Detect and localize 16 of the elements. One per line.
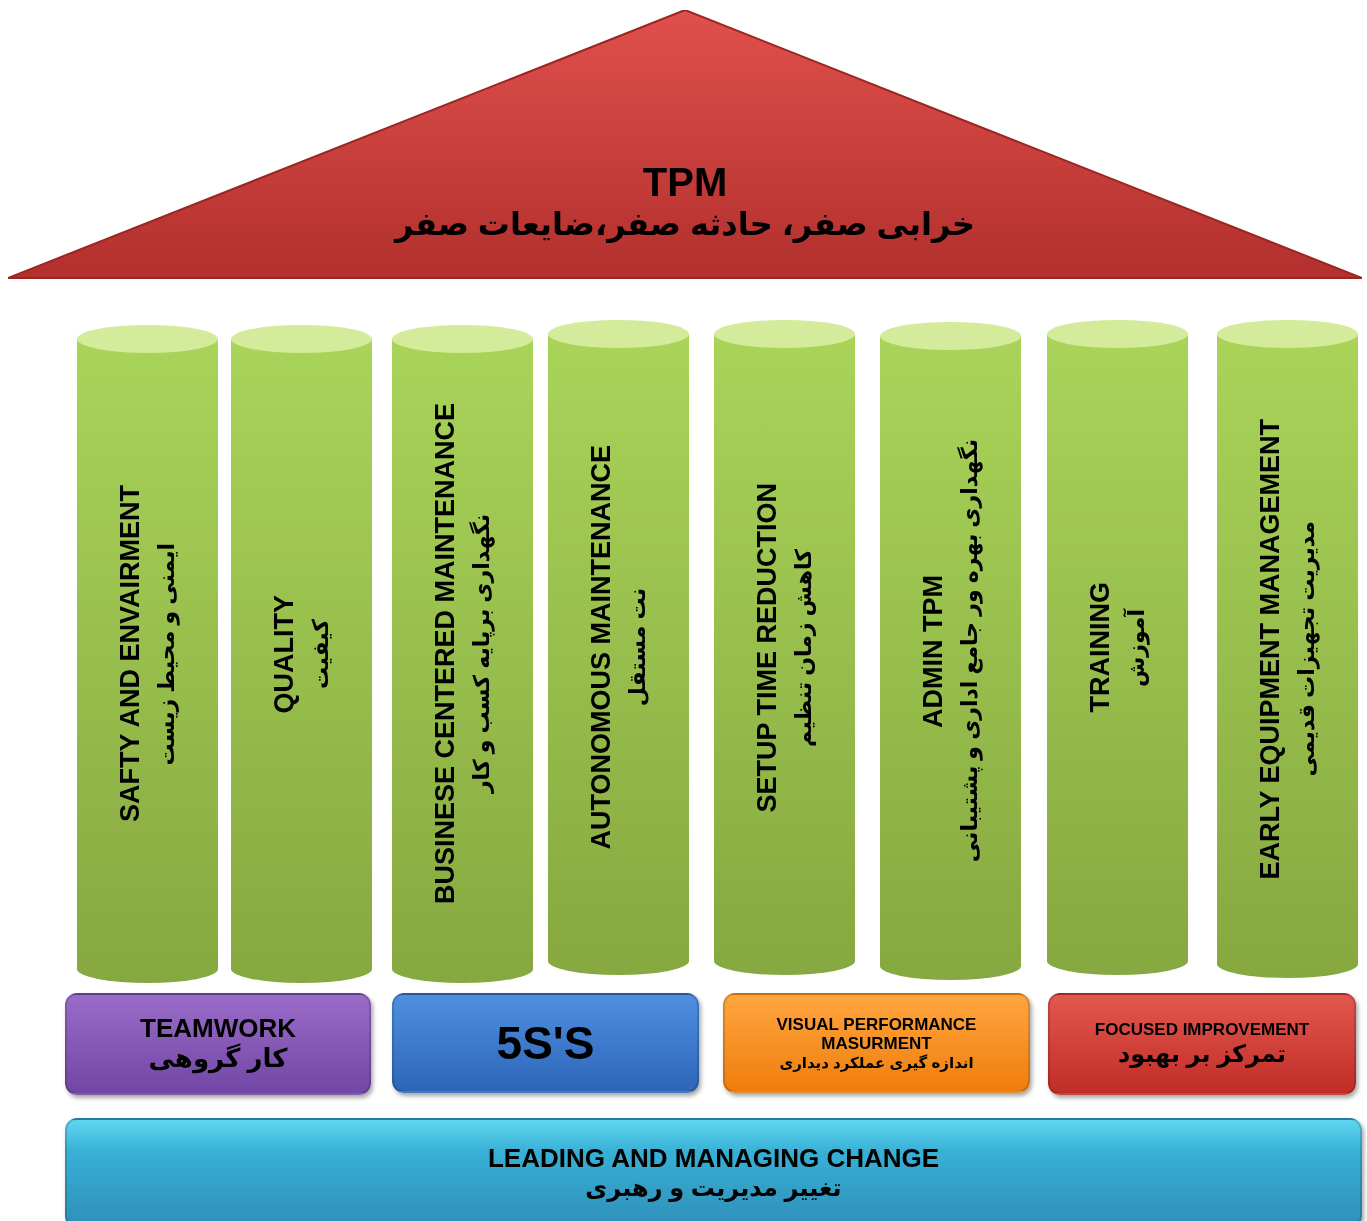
box-title: VISUAL PERFORMANCE MASURMENT (775, 1014, 978, 1054)
foundation-box (65, 993, 371, 1095)
foundation-box (723, 993, 1030, 1093)
foundation-box (1048, 993, 1356, 1095)
foundation-box (392, 993, 699, 1093)
box-title: LEADING AND MANAGING CHANGE (487, 1144, 940, 1175)
box-subtitle: تغییر مدیریت و رهبری (585, 1174, 842, 1202)
box-title: 5S'S (496, 1016, 595, 1070)
foundation-band (65, 1118, 1362, 1221)
box-subtitle: اندازه گیری عملکرد دیداری (779, 1053, 974, 1072)
roof-title: TPM (642, 160, 728, 205)
box-subtitle: تمرکز بر بهبود (1117, 1039, 1287, 1068)
box-title: FOCUSED IMPROVEMENT (1094, 1020, 1310, 1040)
roof-subtitle: خرابی صفر، حادثه صفر،ضایعات صفر (395, 205, 975, 243)
box-subtitle: کار گروهی (148, 1044, 288, 1074)
box-title: TEAMWORK (140, 1014, 296, 1044)
